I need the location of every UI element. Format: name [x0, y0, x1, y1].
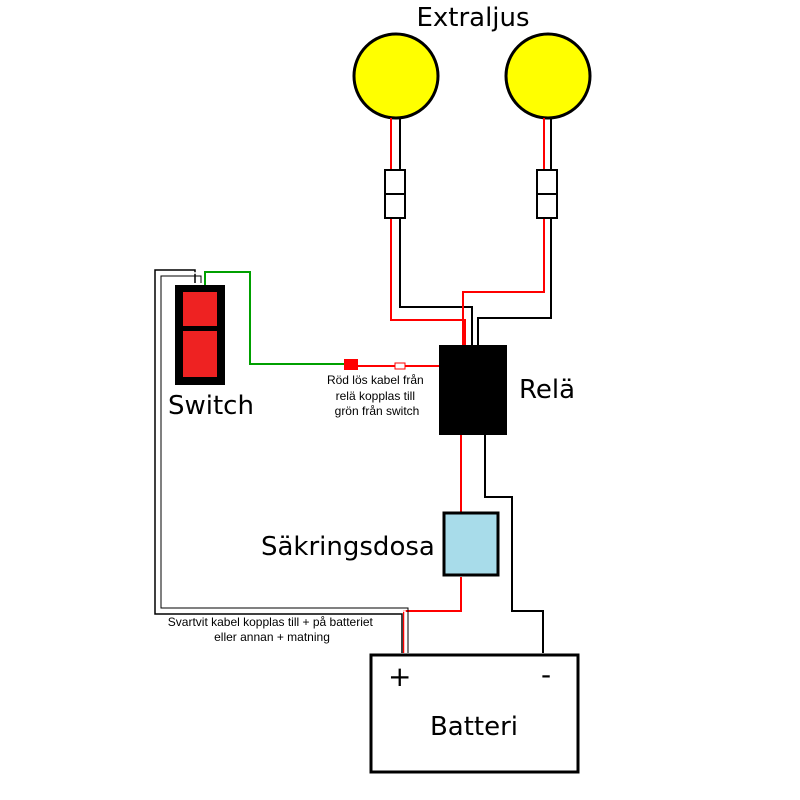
fuse-box	[442, 511, 500, 577]
relay-note: Röd lös kabel från relä kopplas till grö…	[327, 373, 427, 418]
switch-rocker-top	[183, 292, 217, 326]
lamps-label: Extraljus	[416, 3, 529, 33]
relay-battery-black-wire	[484, 435, 544, 653]
switch-rocker-bottom	[183, 331, 217, 377]
right-connector	[536, 169, 558, 219]
power-wire-outline	[160, 275, 409, 653]
battery-plus: +	[388, 660, 411, 693]
switch-label: Switch	[168, 391, 254, 421]
battery	[369, 653, 580, 774]
right-lamp-wires	[462, 118, 552, 345]
right-lamp	[504, 32, 592, 120]
left-connector	[384, 169, 406, 219]
power-wire-note: Svartvit kabel kopplas till + på batteri…	[168, 615, 376, 644]
battery-label: Batteri	[430, 712, 518, 742]
wire-end-terminal	[394, 362, 406, 370]
fuse-box-label: Säkringsdosa	[261, 532, 435, 562]
relay	[439, 345, 507, 435]
wire-joint	[344, 359, 358, 370]
power-wire-white	[157, 272, 406, 653]
power-wire-black	[154, 269, 403, 653]
green-wire	[204, 271, 345, 365]
left-lamp	[352, 32, 440, 120]
battery-minus: -	[541, 658, 551, 691]
fuse-battery-red-wire	[403, 577, 462, 653]
left-lamp-wires	[390, 118, 473, 345]
relay-label: Relä	[519, 375, 575, 405]
